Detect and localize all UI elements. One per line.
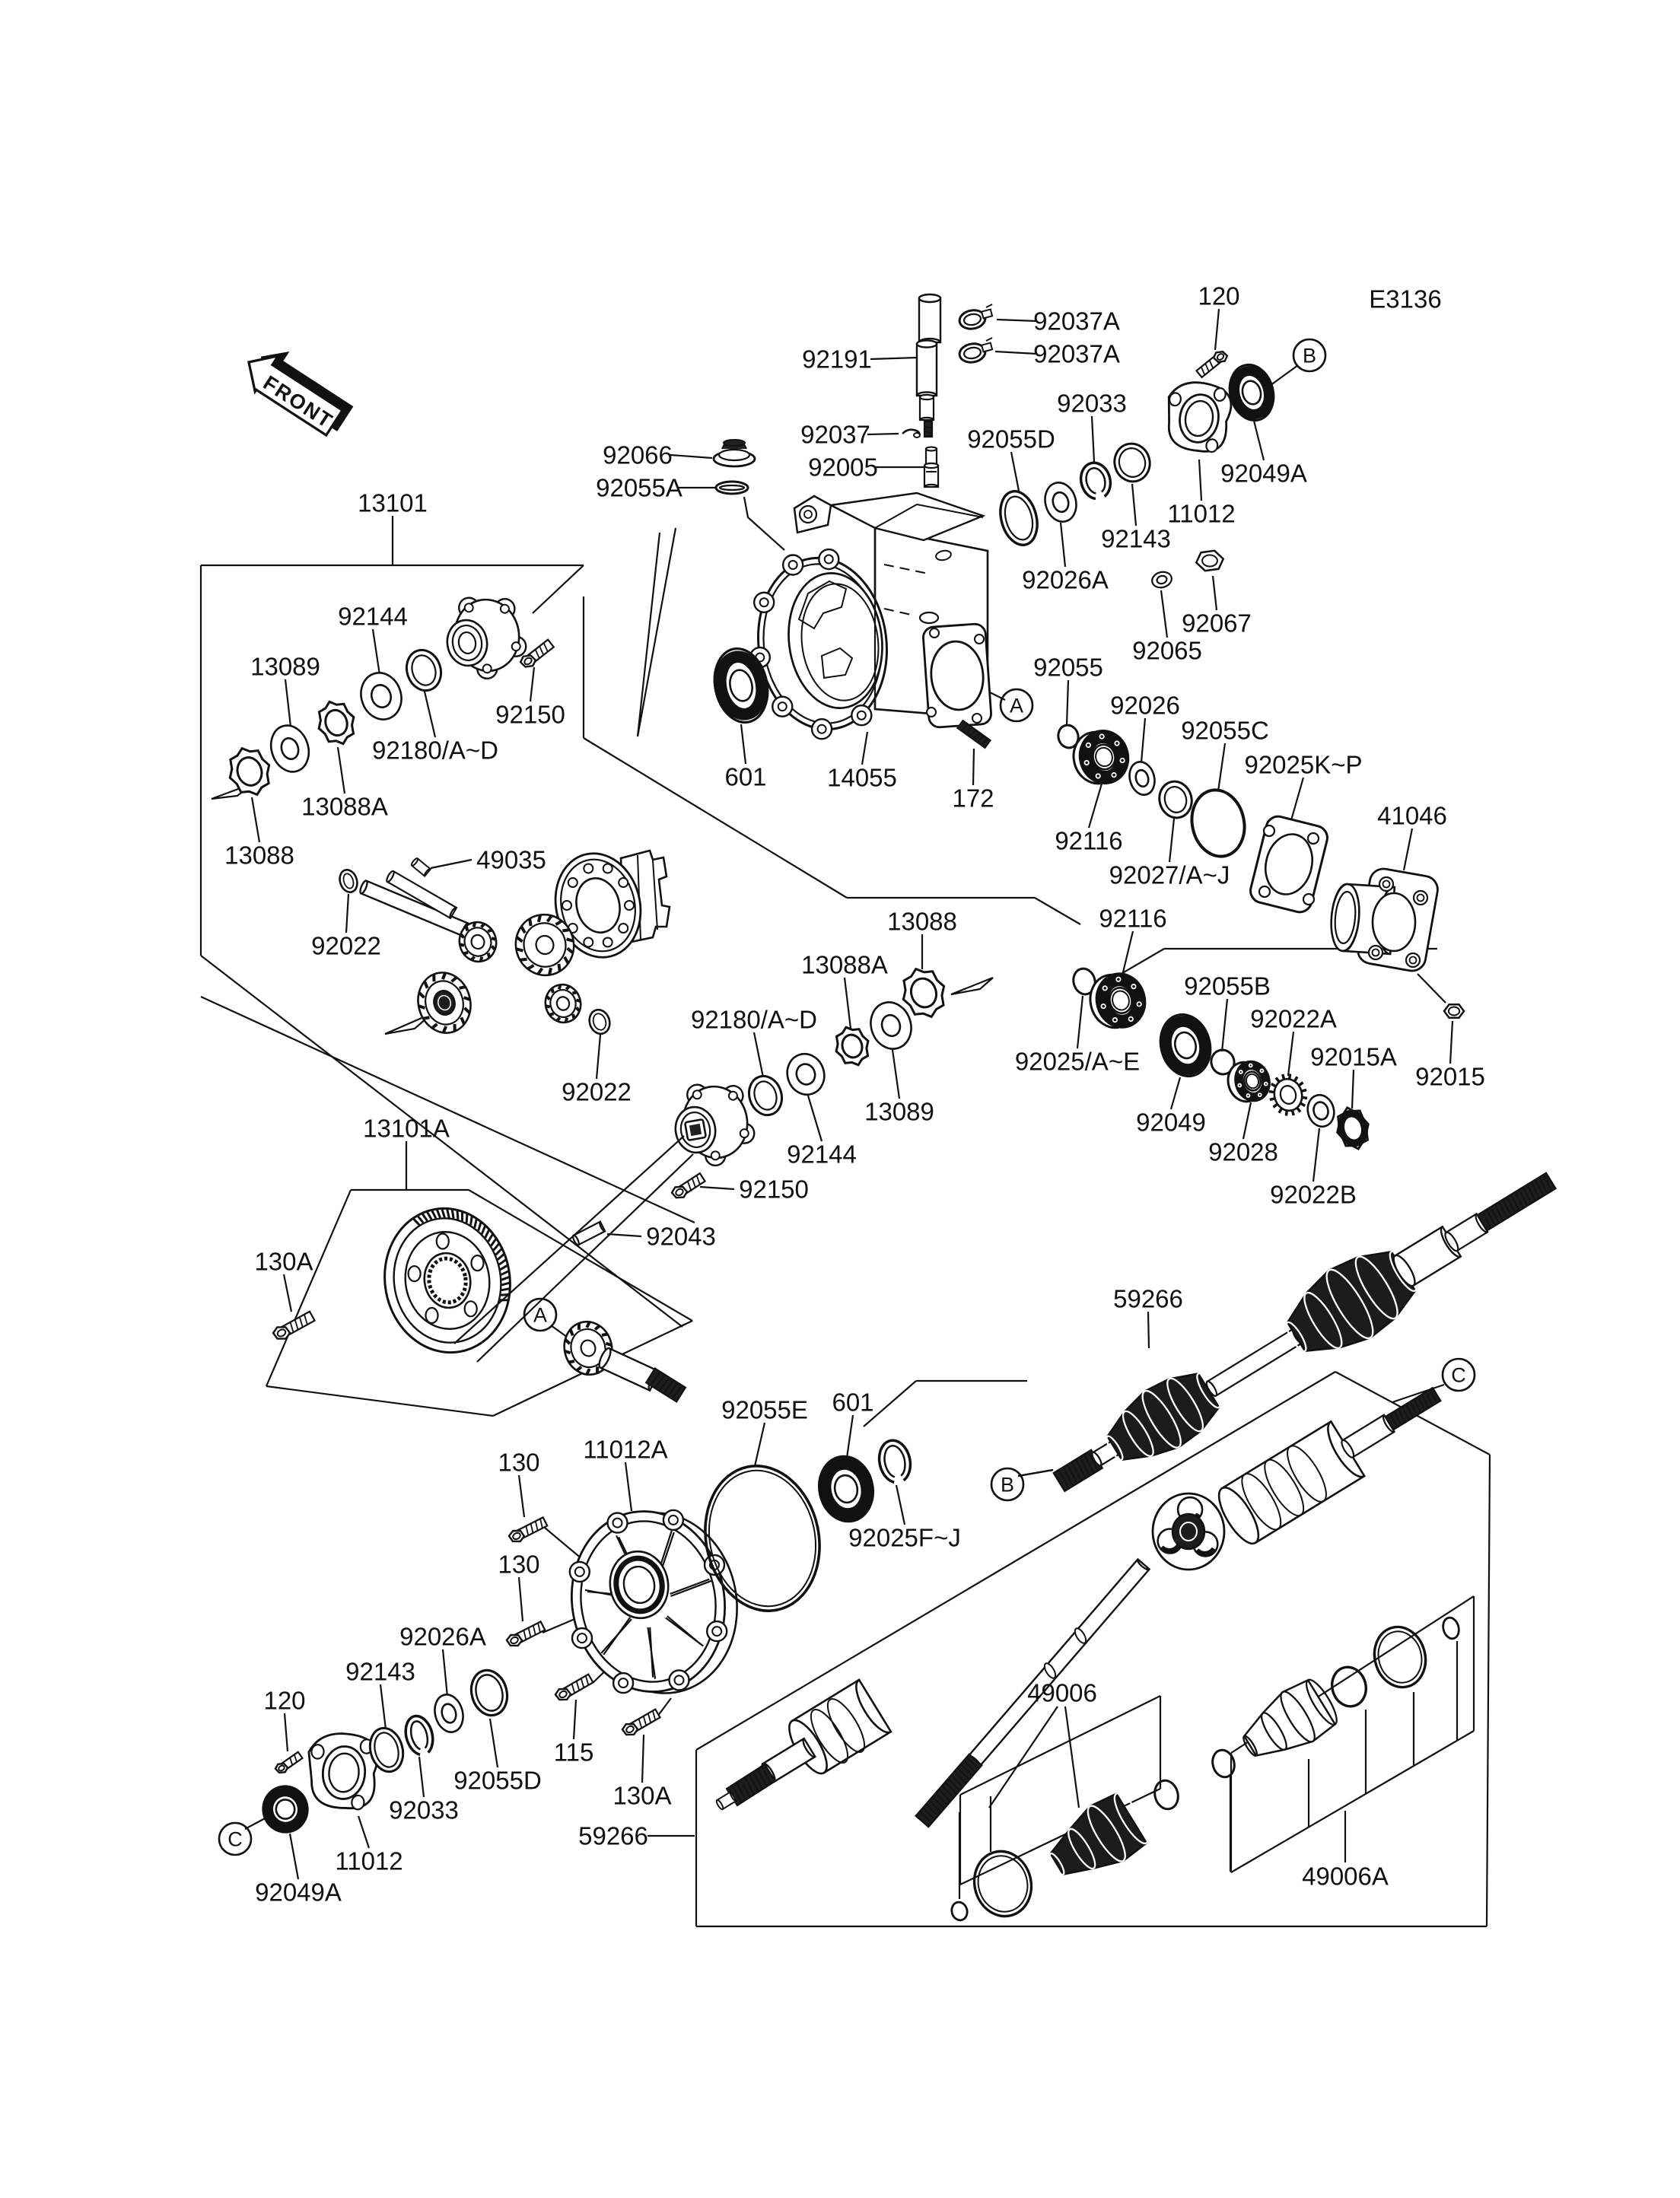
svg-text:601: 601 <box>724 763 766 791</box>
svg-text:92116: 92116 <box>1055 827 1122 855</box>
svg-text:92049: 92049 <box>1136 1109 1206 1137</box>
svg-text:92067: 92067 <box>1182 609 1252 638</box>
svg-text:13101: 13101 <box>358 489 428 517</box>
svg-text:E3136: E3136 <box>1369 285 1441 313</box>
svg-text:14055: 14055 <box>827 764 897 792</box>
svg-text:92028: 92028 <box>1208 1138 1278 1166</box>
svg-text:92049A: 92049A <box>255 1878 342 1907</box>
svg-text:92143: 92143 <box>1101 525 1171 553</box>
svg-text:41046: 41046 <box>1377 802 1447 830</box>
svg-text:92066: 92066 <box>603 441 673 469</box>
svg-text:92022: 92022 <box>562 1078 632 1106</box>
svg-text:92144: 92144 <box>787 1140 857 1169</box>
svg-text:92055: 92055 <box>1033 654 1103 682</box>
svg-text:59266: 59266 <box>578 1822 648 1850</box>
svg-text:92027/A~J: 92027/A~J <box>1109 861 1230 889</box>
svg-text:115: 115 <box>554 1738 594 1767</box>
svg-text:92049A: 92049A <box>1220 460 1307 488</box>
svg-text:92191: 92191 <box>802 345 872 374</box>
svg-text:C: C <box>228 1828 243 1851</box>
svg-text:130: 130 <box>498 1551 539 1579</box>
svg-text:92065: 92065 <box>1132 637 1202 665</box>
svg-text:92025/A~E: 92025/A~E <box>1015 1048 1140 1076</box>
svg-text:92180/A~D: 92180/A~D <box>372 736 498 765</box>
svg-text:13088A: 13088A <box>301 793 388 821</box>
svg-text:92026A: 92026A <box>1022 566 1109 594</box>
svg-text:92022B: 92022B <box>1270 1181 1357 1209</box>
svg-text:92150: 92150 <box>739 1175 809 1204</box>
svg-text:92180/A~D: 92180/A~D <box>691 1006 817 1034</box>
svg-text:92005: 92005 <box>808 453 878 482</box>
svg-text:13101A: 13101A <box>363 1115 450 1143</box>
svg-text:120: 120 <box>1198 282 1239 310</box>
svg-text:49006: 49006 <box>1027 1679 1097 1707</box>
svg-text:92144: 92144 <box>338 603 408 631</box>
svg-text:92015A: 92015A <box>1310 1043 1397 1071</box>
svg-text:A: A <box>533 1304 547 1327</box>
svg-text:92055D: 92055D <box>967 425 1055 453</box>
svg-text:120: 120 <box>263 1687 305 1715</box>
svg-text:92022A: 92022A <box>1250 1005 1337 1033</box>
svg-text:92026A: 92026A <box>399 1623 486 1651</box>
svg-text:92037A: 92037A <box>1033 340 1120 368</box>
svg-text:13088: 13088 <box>887 908 957 936</box>
svg-text:92055B: 92055B <box>1184 972 1271 1000</box>
svg-text:601: 601 <box>832 1388 873 1417</box>
svg-text:130A: 130A <box>254 1248 313 1276</box>
svg-text:130: 130 <box>498 1449 539 1477</box>
svg-text:13089: 13089 <box>250 653 320 681</box>
svg-text:92033: 92033 <box>1057 390 1127 418</box>
svg-text:C: C <box>1451 1364 1466 1387</box>
svg-text:92055D: 92055D <box>453 1767 542 1795</box>
svg-text:13089: 13089 <box>864 1098 934 1126</box>
svg-text:92055A: 92055A <box>596 474 682 502</box>
svg-text:92033: 92033 <box>389 1796 459 1824</box>
svg-text:92055C: 92055C <box>1181 717 1269 745</box>
svg-text:92116: 92116 <box>1099 905 1166 933</box>
svg-text:11012A: 11012A <box>583 1436 667 1464</box>
svg-text:92043: 92043 <box>646 1223 716 1251</box>
svg-text:92143: 92143 <box>345 1658 415 1686</box>
svg-text:49006A: 49006A <box>1302 1862 1389 1891</box>
svg-text:11012: 11012 <box>1167 500 1235 528</box>
svg-text:59266: 59266 <box>1113 1285 1183 1313</box>
svg-text:92026: 92026 <box>1110 692 1180 720</box>
svg-text:A: A <box>1010 695 1023 717</box>
svg-text:92025F~J: 92025F~J <box>848 1524 961 1552</box>
svg-text:13088: 13088 <box>224 841 294 870</box>
svg-text:B: B <box>1001 1474 1014 1497</box>
svg-text:92025K~P: 92025K~P <box>1244 751 1362 779</box>
svg-text:B: B <box>1303 345 1316 367</box>
svg-text:130A: 130A <box>612 1782 671 1810</box>
svg-text:11012: 11012 <box>335 1847 402 1875</box>
svg-text:92037A: 92037A <box>1033 307 1120 336</box>
svg-text:92015: 92015 <box>1415 1063 1485 1091</box>
svg-text:92150: 92150 <box>495 701 565 729</box>
svg-text:172: 172 <box>952 784 994 813</box>
svg-text:92022: 92022 <box>311 932 381 960</box>
svg-text:92037: 92037 <box>800 421 870 449</box>
svg-text:92055E: 92055E <box>721 1396 808 1424</box>
svg-text:13088A: 13088A <box>801 951 888 979</box>
svg-text:49035: 49035 <box>476 846 546 874</box>
